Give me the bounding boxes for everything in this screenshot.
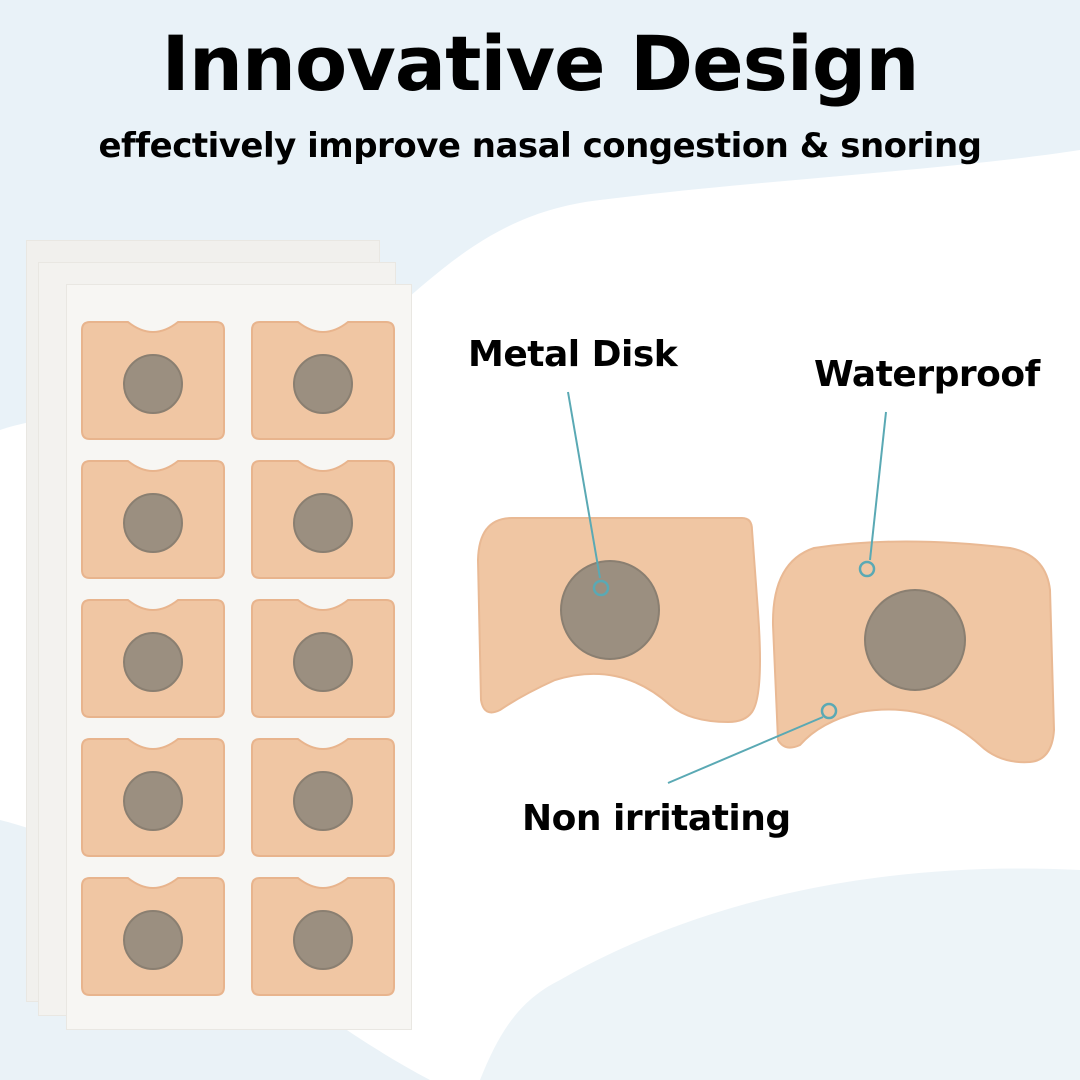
large-patch-left [476,517,761,724]
sheet-patch [78,735,228,860]
large-patch-right [771,540,1056,764]
sheet-patch [78,457,228,582]
sheet-patch [248,735,398,860]
sheet-patch [248,457,398,582]
sheet-patch [78,596,228,721]
non-irritating-label: Non irritating [522,798,791,839]
page-title: Innovative Design [161,19,920,108]
sheet-patch [78,874,228,999]
sheet-patch [78,318,228,443]
waterproof-marker-icon [858,560,876,578]
metal-disk-marker-icon [592,579,610,597]
metal-disk-label: Metal Disk [468,334,678,375]
page-subtitle: effectively improve nasal congestion & s… [98,126,982,166]
sheet-patch [248,318,398,443]
sheet-patch [248,596,398,721]
patch-grid [78,318,398,999]
waterproof-label: Waterproof [814,354,1040,395]
sheet-patch [248,874,398,999]
non-irritating-marker-icon [820,702,838,720]
